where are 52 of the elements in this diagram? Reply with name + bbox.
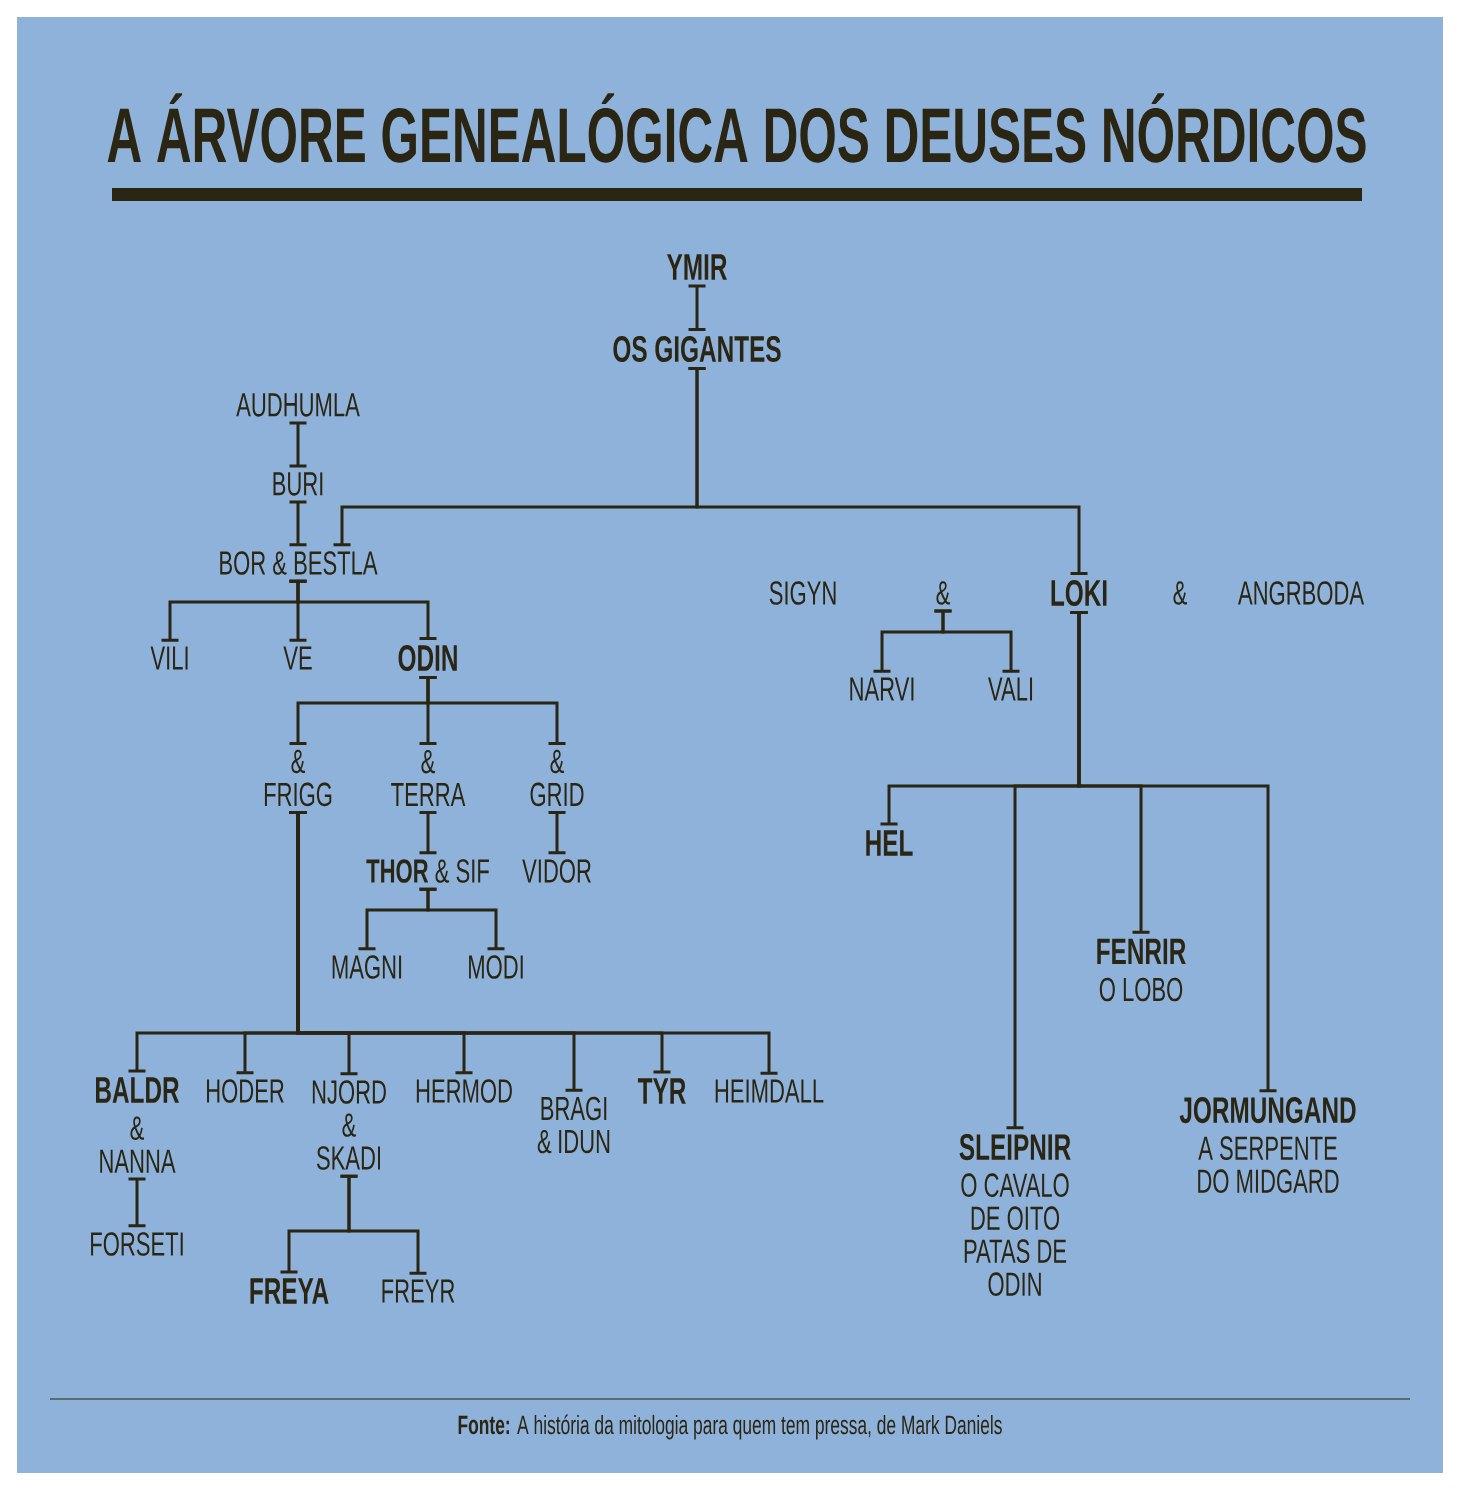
deity-name: ODIN xyxy=(398,644,457,672)
tree-connector xyxy=(1069,610,1278,1093)
tree-connector xyxy=(288,500,308,547)
deity-name: TYR xyxy=(637,1078,686,1104)
deity-name: VE xyxy=(283,646,312,670)
deity-name: HEL xyxy=(866,830,913,856)
deity-name: THOR & SIF xyxy=(366,859,489,883)
deity-name: BURI xyxy=(273,472,323,496)
tree-connector xyxy=(418,675,567,745)
deity-name: AUDHUMLA xyxy=(236,393,360,417)
deity-name: & xyxy=(936,581,950,605)
deity-name: JORMUNGAND A SERPENTE DO MIDGARD xyxy=(1179,1097,1356,1193)
tree-connector xyxy=(418,810,438,855)
deity-name: VILI xyxy=(150,646,188,670)
title: A ÁRVORE GENEALÓGICA DOS DEUSES NÓRDICOS xyxy=(107,93,1366,163)
deity-name: & GRID xyxy=(530,749,584,807)
deity-name: HEIMDALL xyxy=(715,1079,824,1103)
deity-name: BOR & BESTLA xyxy=(220,551,378,575)
deity-name: MODI xyxy=(469,955,523,979)
tree-connector xyxy=(288,421,308,468)
deity-name: LOKI xyxy=(1051,579,1107,607)
deity-name: HERMOD xyxy=(416,1079,512,1103)
deity-name: HODER xyxy=(207,1079,284,1103)
deity-name: & FRIGG xyxy=(264,749,332,807)
deity-name: NARVI xyxy=(850,677,914,701)
tree-connector xyxy=(288,811,779,1075)
tree-connector xyxy=(288,579,438,641)
tree-connector xyxy=(933,609,1021,673)
tree-connector xyxy=(687,284,707,332)
deity-name: BALDR & NANNA xyxy=(96,1077,180,1173)
deity-name: NJORD & SKADI xyxy=(312,1080,386,1170)
deity-name: SIGYN xyxy=(769,581,836,605)
source-note: Fonte: A história da mitologia para quem tem pressa, de Mark Daniels xyxy=(458,1414,1002,1440)
deity-name: VIDOR xyxy=(522,859,591,883)
deity-name: BRAGI & IDUN xyxy=(537,1096,610,1154)
deity-name: SLEIPNIR O CAVALO DE OITO PATAS DE ODIN xyxy=(959,1134,1071,1296)
deity-name: FREYR xyxy=(382,1279,455,1303)
deity-name: YMIR xyxy=(667,254,727,280)
deity-name: ANGRBODA xyxy=(1238,581,1365,605)
deity-name: & TERRA xyxy=(391,749,466,807)
tree-connector xyxy=(418,887,506,951)
deity-name: FENRIR O LOBO xyxy=(1097,938,1186,1002)
tree-connector xyxy=(687,366,1089,576)
tree-connector xyxy=(547,811,567,855)
deity-name: VALI xyxy=(988,677,1033,701)
deity-name: FREYA xyxy=(250,1278,329,1304)
tree-connector xyxy=(127,1177,147,1228)
deity-name: MAGNI xyxy=(332,955,402,979)
tree-connector xyxy=(339,1174,428,1275)
deity-name: & xyxy=(1173,581,1187,605)
deity-name: OS GIGANTES xyxy=(613,335,781,363)
deity-name: FORSETI xyxy=(91,1232,183,1256)
